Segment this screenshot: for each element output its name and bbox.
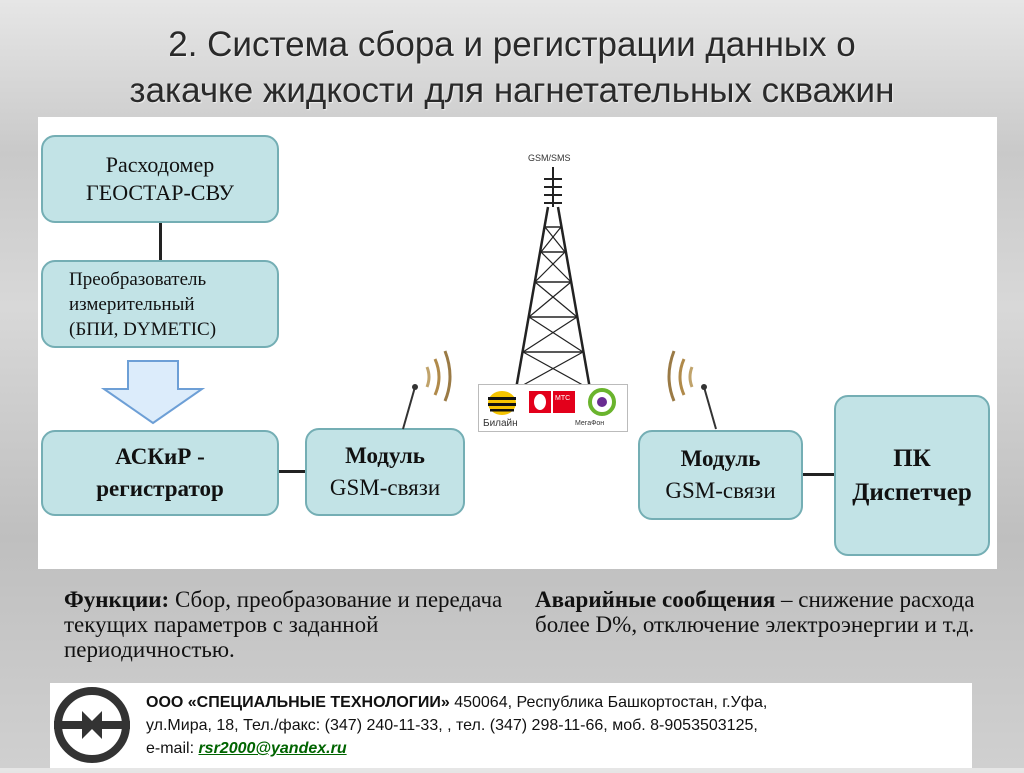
- converter-box: Преобразователь измерительный (БПИ, DYME…: [41, 260, 279, 348]
- gsm-right-line-2: GSM-связи: [665, 478, 776, 503]
- flowmeter-box: Расходомер ГЕОСТАР-СВУ: [41, 135, 279, 223]
- functions-text: Функции: Сбор, преобразование и передача…: [64, 587, 504, 662]
- converter-line-3: (БПИ, DYMETIC): [69, 318, 217, 340]
- right-antenna-icon: [667, 350, 717, 430]
- alarms-description: – снижение расхода более D%, отключение …: [535, 587, 975, 637]
- footer: ООО «СПЕЦИАЛЬНЫЕ ТЕХНОЛОГИИ» 450064, Рес…: [50, 683, 972, 768]
- title-line-1: 2. Система сбора и регистрации данных о: [168, 25, 856, 64]
- company-phones: ул.Мира, 18, Тел./факс: (347) 240-11-33,…: [146, 717, 758, 734]
- title-line-2: закачке жидкости для нагнетательных сква…: [129, 71, 895, 110]
- recorder-box: АСКиР - регистратор: [41, 430, 279, 516]
- connector-gsm-pc: [803, 473, 835, 476]
- down-arrow-icon: [100, 360, 206, 425]
- gsm-module-right-box: Модуль GSM-связи: [638, 430, 803, 520]
- gsm-tower-icon: [514, 167, 592, 390]
- beeline-label: Билайн: [483, 418, 518, 429]
- megafon-logo-icon: [588, 388, 616, 416]
- pc-line-1: ПК: [893, 444, 931, 472]
- footer-contacts: ООО «СПЕЦИАЛЬНЫЕ ТЕХНОЛОГИИ» 450064, Рес…: [146, 691, 966, 760]
- beeline-logo-icon: [488, 391, 516, 415]
- gsm-module-left-box: Модуль GSM-связи: [305, 428, 465, 516]
- converter-line-1: Преобразователь: [69, 268, 207, 290]
- mts-logo-icon: [529, 391, 575, 413]
- gsm-left-line-1: Модуль: [345, 443, 425, 468]
- mobile-operators-badge: Билайн МТС МегаФон: [478, 384, 628, 432]
- megafon-label: МегаФон: [575, 420, 605, 427]
- recorder-line-1: АСКиР -: [115, 444, 205, 469]
- pc-dispatcher-box: ПК Диспетчер: [834, 395, 990, 556]
- company-logo-icon: [54, 687, 130, 763]
- tower-label: GSM/SMS: [528, 153, 571, 163]
- connector-flowmeter-converter: [159, 222, 162, 262]
- alarms-text: Аварийные сообщения – снижение расхода б…: [535, 587, 985, 637]
- left-antenna-icon: [402, 350, 452, 430]
- email-label: e-mail:: [146, 740, 199, 757]
- functions-label: Функции:: [64, 587, 170, 612]
- recorder-line-2: регистратор: [96, 476, 224, 501]
- gsm-right-line-1: Модуль: [680, 446, 761, 471]
- page-title: 2. Система сбора и регистрации данных о …: [40, 22, 984, 114]
- email-link[interactable]: rsr2000@yandex.ru: [198, 740, 347, 757]
- company-address: 450064, Республика Башкортостан, г.Уфа,: [449, 694, 768, 711]
- system-diagram: Расходомер ГЕОСТАР-СВУ Преобразователь и…: [38, 117, 997, 569]
- mts-label: МТС: [555, 395, 571, 402]
- alarms-label: Аварийные сообщения: [535, 587, 776, 612]
- flowmeter-line-1: Расходомер: [105, 152, 215, 177]
- converter-line-2: измерительный: [69, 293, 195, 315]
- company-logo: [50, 683, 134, 768]
- flowmeter-line-2: ГЕОСТАР-СВУ: [86, 180, 234, 205]
- pc-line-2: Диспетчер: [852, 478, 972, 506]
- gsm-left-line-2: GSM-связи: [329, 475, 441, 500]
- connector-recorder-gsm: [279, 470, 306, 473]
- company-name: ООО «СПЕЦИАЛЬНЫЕ ТЕХНОЛОГИИ»: [146, 694, 450, 711]
- functions-description: Сбор, преобразование и передача текущих …: [64, 587, 503, 662]
